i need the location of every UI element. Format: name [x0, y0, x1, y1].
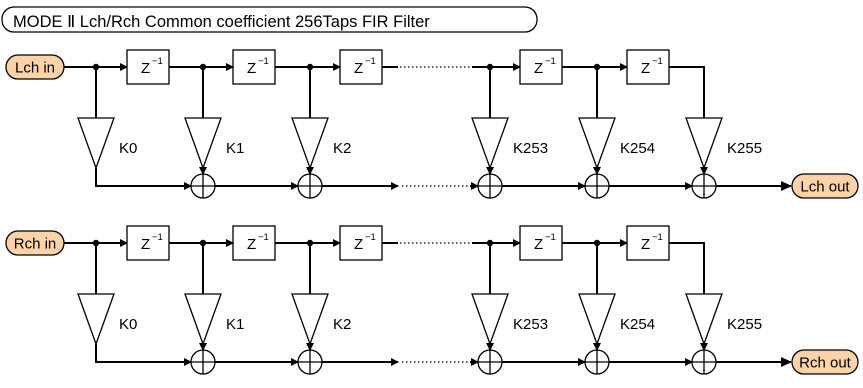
gain-triangle: [685, 117, 723, 170]
delay-exponent: −1: [365, 56, 376, 67]
delay-box: [126, 49, 170, 85]
coefficient-label: K0: [119, 140, 137, 157]
coefficient-label: K2: [333, 140, 351, 157]
coefficient-label: K2: [333, 316, 351, 333]
delay-block: Z−1: [126, 49, 170, 85]
adder: [477, 173, 503, 199]
delay-block: Z−1: [126, 225, 170, 261]
output-terminal-shape: [791, 173, 859, 199]
delay-box: [626, 49, 670, 85]
input-terminal: Rch in: [5, 230, 65, 256]
diagram-title: MODE Ⅱ Lch/Rch Common coefficient 256Tap…: [13, 13, 430, 31]
delay-label: Z: [354, 236, 363, 253]
output-terminal-shape: [791, 349, 859, 375]
gain-triangle: [77, 293, 115, 346]
adder: [477, 349, 503, 375]
coefficient-label: K255: [727, 140, 762, 157]
gain-triangle: [685, 293, 723, 346]
adder: [190, 349, 216, 375]
signal-line: [669, 242, 705, 294]
coefficient-label: K254: [620, 140, 655, 157]
sum-line: [95, 344, 192, 366]
delay-label: Z: [354, 60, 363, 77]
output-label: Rch out: [799, 355, 852, 372]
delay-exponent: −1: [258, 56, 269, 67]
input-terminal: Lch in: [5, 54, 65, 80]
output-label: Lch out: [800, 179, 850, 196]
adder: [190, 173, 216, 199]
gain-triangle: [578, 117, 616, 170]
gain-triangle: [184, 293, 222, 346]
coefficient-label: K1: [226, 316, 244, 333]
coefficient-label: K0: [119, 316, 137, 333]
coefficient-label: K253: [513, 316, 548, 333]
delay-label: Z: [247, 60, 256, 77]
gain-triangle: [471, 293, 509, 346]
adder: [584, 173, 610, 199]
delay-label: Z: [641, 236, 650, 253]
delay-label: Z: [641, 60, 650, 77]
delay-exponent: −1: [152, 56, 163, 67]
input-label: Rch in: [14, 236, 57, 253]
gain-triangle: [291, 293, 329, 346]
gain-triangle: [578, 293, 616, 346]
delay-block: Z−1: [519, 49, 563, 85]
delay-block: Z−1: [626, 225, 670, 261]
coefficient-label: K255: [727, 316, 762, 333]
delay-label: Z: [247, 236, 256, 253]
delay-exponent: −1: [365, 232, 376, 243]
delay-block: Z−1: [232, 225, 276, 261]
sum-line: [95, 168, 192, 190]
adder: [691, 173, 717, 199]
delay-block: Z−1: [519, 225, 563, 261]
delay-block: Z−1: [339, 225, 383, 261]
gain-triangle: [184, 117, 222, 170]
delay-label: Z: [534, 60, 543, 77]
delay-box: [126, 225, 170, 261]
adder: [584, 349, 610, 375]
coefficient-label: K1: [226, 140, 244, 157]
signal-line: [669, 66, 705, 118]
delay-exponent: −1: [652, 232, 663, 243]
delay-block: Z−1: [339, 49, 383, 85]
gain-triangle: [471, 117, 509, 170]
output-terminal: Lch out: [791, 173, 859, 199]
delay-exponent: −1: [152, 232, 163, 243]
delay-label: Z: [141, 236, 150, 253]
title-frame: MODE Ⅱ Lch/Rch Common coefficient 256Tap…: [1, 6, 538, 33]
delay-box: [339, 225, 383, 261]
delay-box: [339, 49, 383, 85]
coefficient-label: K254: [620, 316, 655, 333]
delay-exponent: −1: [258, 232, 269, 243]
adder: [297, 349, 323, 375]
adder: [297, 173, 323, 199]
delay-exponent: −1: [652, 56, 663, 67]
output-terminal: Rch out: [791, 349, 859, 375]
adder: [691, 349, 717, 375]
delay-exponent: −1: [545, 56, 556, 67]
delay-box: [232, 49, 276, 85]
delay-exponent: −1: [545, 232, 556, 243]
gain-triangle: [77, 117, 115, 170]
delay-block: Z−1: [626, 49, 670, 85]
delay-label: Z: [141, 60, 150, 77]
gain-triangle: [291, 117, 329, 170]
input-label: Lch in: [15, 60, 55, 77]
delay-block: Z−1: [232, 49, 276, 85]
coefficient-label: K253: [513, 140, 548, 157]
delay-label: Z: [534, 236, 543, 253]
